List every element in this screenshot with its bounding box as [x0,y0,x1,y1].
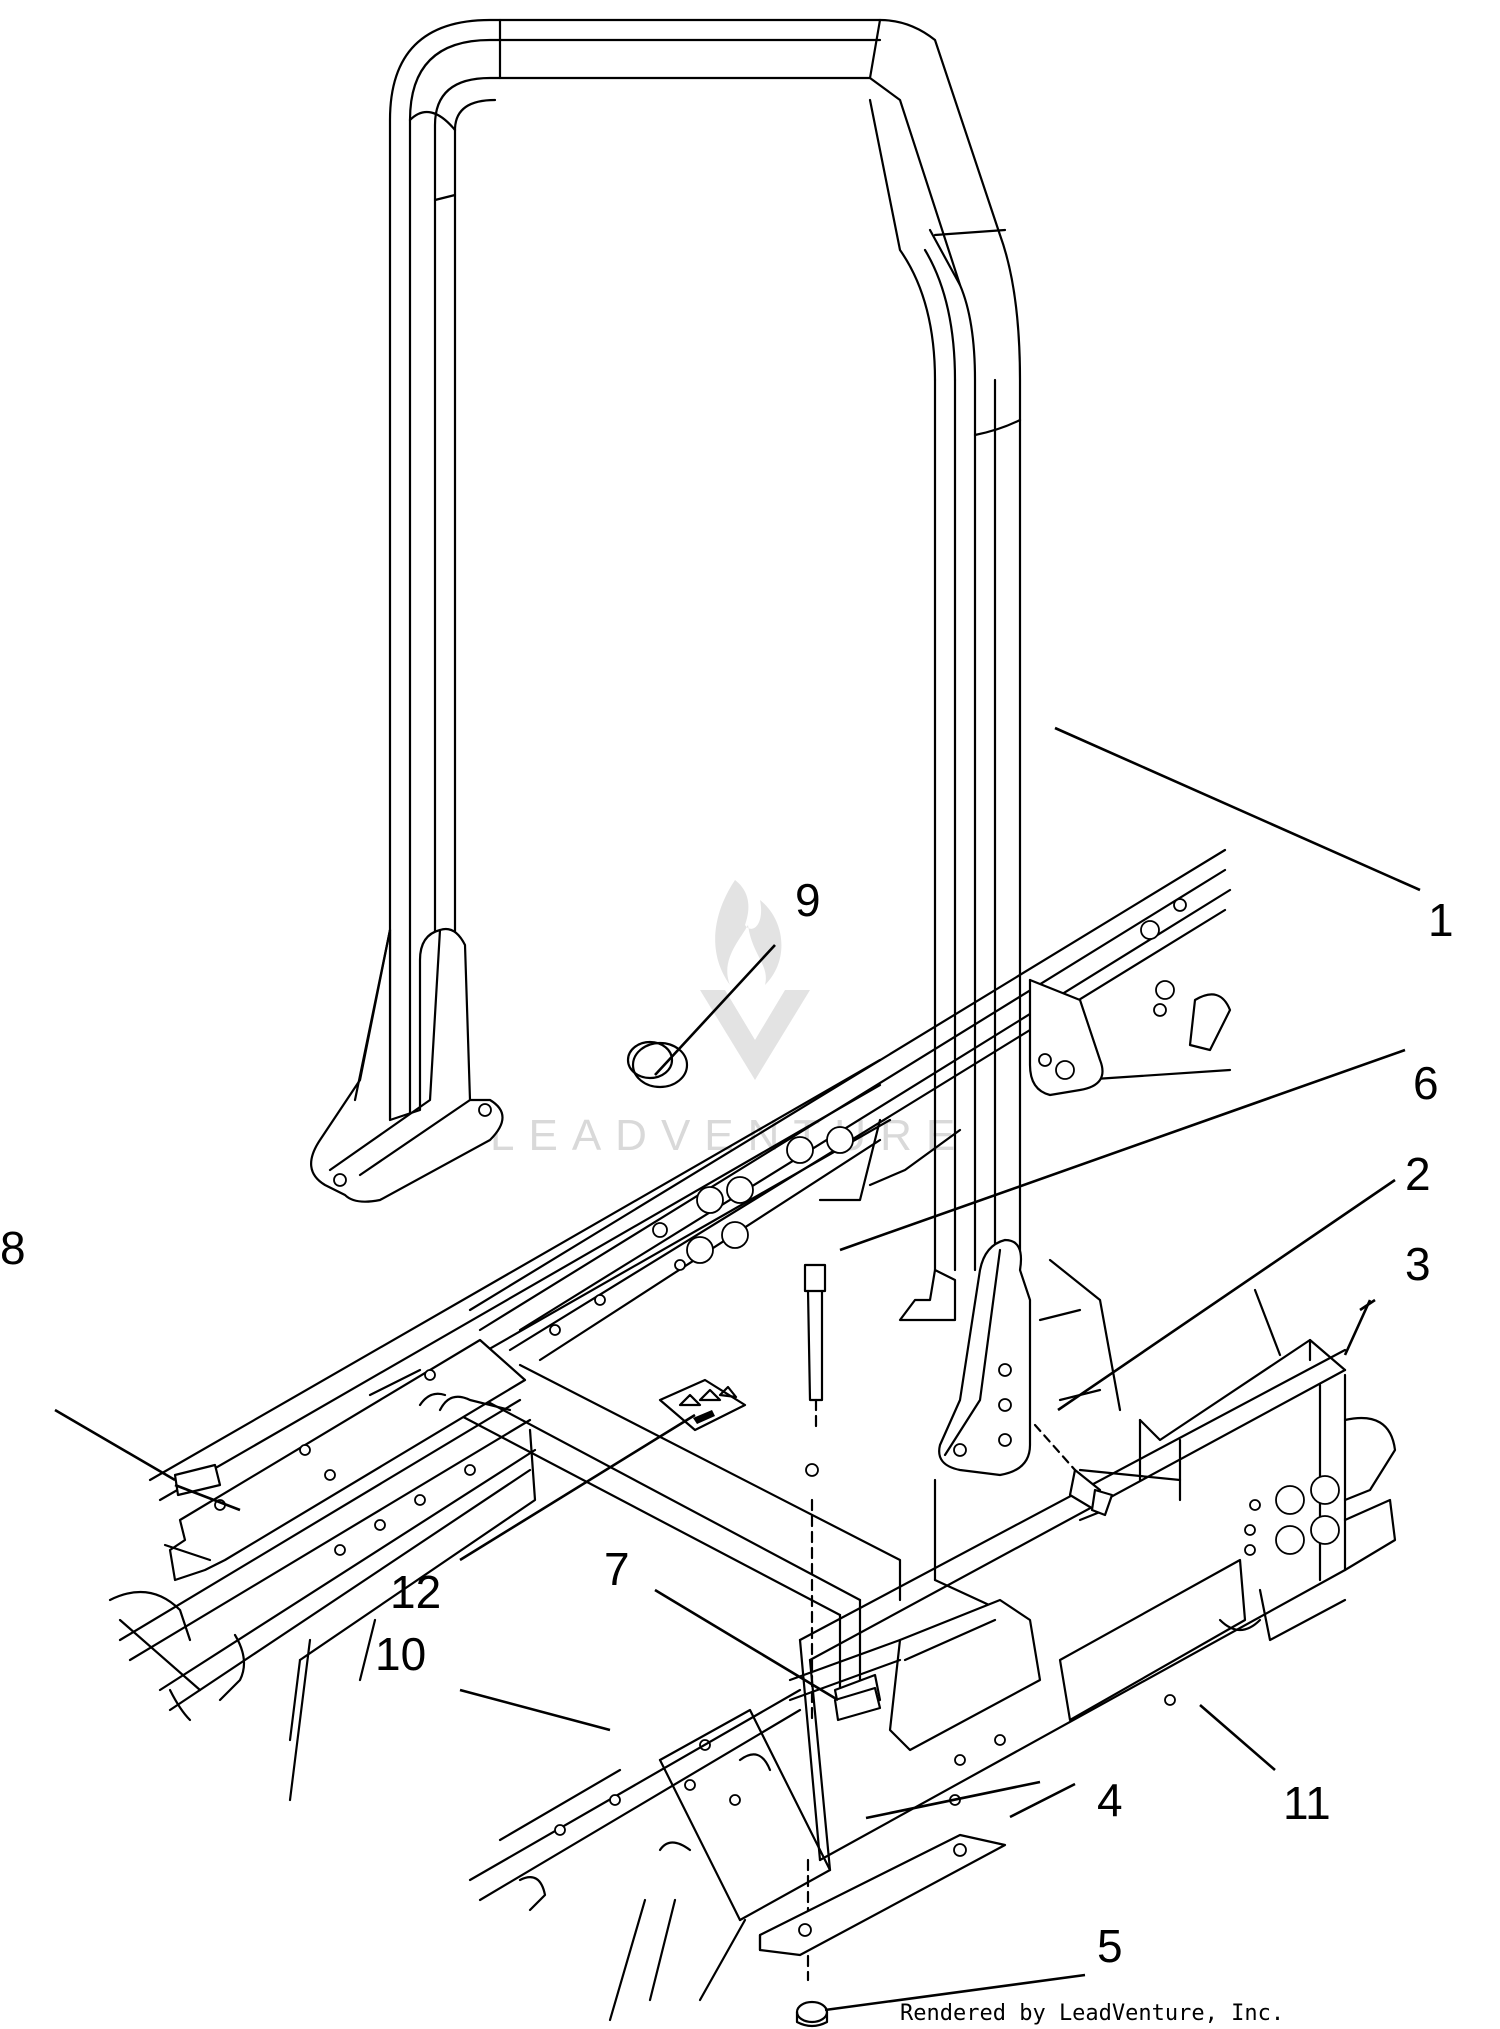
decal-part-8 [173,1463,222,1497]
decal-part-7 [833,1686,882,1722]
nut-part-5 [795,2000,829,2028]
bolt-part-2 [1033,1423,1114,1517]
mower-frame [108,848,1397,2022]
callout-11: 11 [1283,1777,1331,1829]
callout-4: 4 [1097,1774,1123,1826]
leader-lines [54,726,1421,2012]
callout-9: 9 [795,874,821,926]
callout-2: 2 [1405,1148,1431,1200]
plate-part-4 [758,1833,1007,1957]
callout-6: 6 [1413,1057,1439,1109]
leadventure-watermark: LEADVENTURE [490,880,969,1160]
callout-1: 1 [1428,894,1454,946]
callout-10: 10 [375,1628,426,1680]
callout-3: 3 [1405,1238,1431,1290]
callout-5: 5 [1097,1920,1123,1972]
callout-12: 12 [390,1566,441,1618]
render-credit: Rendered by LeadVenture, Inc. [900,2001,1284,2026]
decal-part-12 [658,1378,747,1432]
watermark-text: LEADVENTURE [490,1111,969,1160]
bolt-part-6 [803,1263,827,1982]
callout-8: 8 [0,1222,26,1274]
roll-bar-part-1 [388,18,1022,1272]
callout-7: 7 [604,1543,630,1595]
part-callouts: 1 2 3 4 5 6 7 8 9 10 11 12 [0,874,1454,1972]
right-gusset [898,1238,1032,1477]
left-gusset-foot [310,927,504,1203]
